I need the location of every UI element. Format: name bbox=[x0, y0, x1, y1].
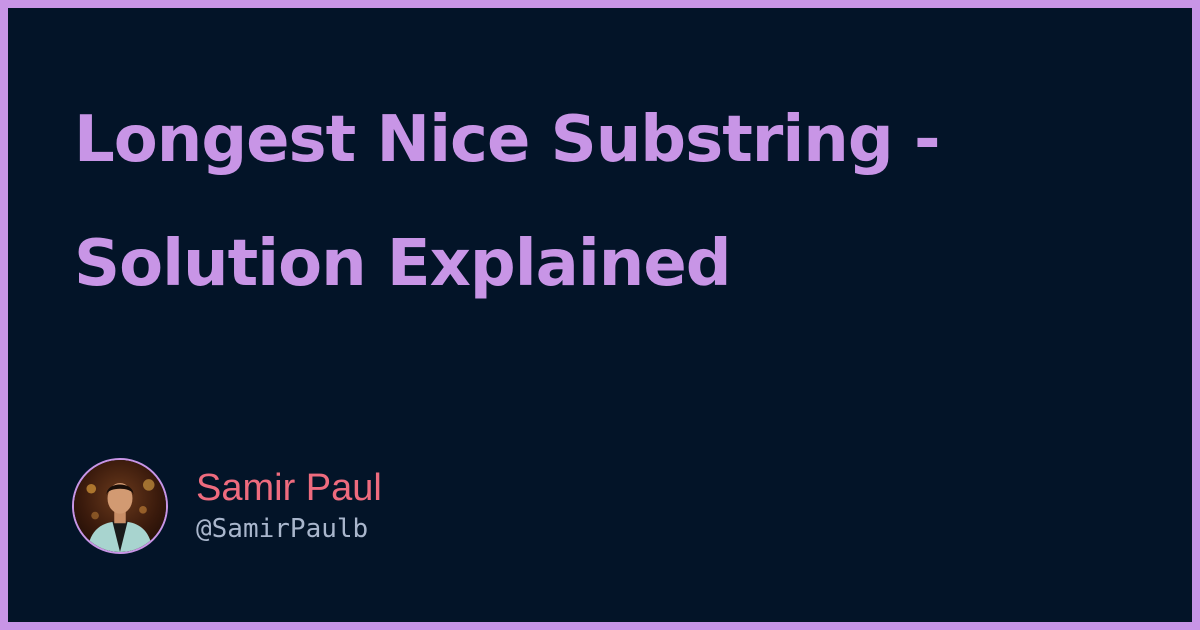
person-photo-avatar-icon bbox=[74, 460, 166, 552]
author-name: Samir Paul bbox=[196, 467, 382, 509]
og-card: Longest Nice Substring - Solution Explai… bbox=[8, 8, 1192, 622]
author-block: Samir Paul @SamirPaulb bbox=[72, 458, 382, 554]
author-handle: @SamirPaulb bbox=[196, 514, 369, 544]
avatar bbox=[72, 458, 168, 554]
author-text: Samir Paul @SamirPaulb bbox=[196, 465, 382, 547]
page-title: Longest Nice Substring - Solution Explai… bbox=[74, 103, 941, 301]
